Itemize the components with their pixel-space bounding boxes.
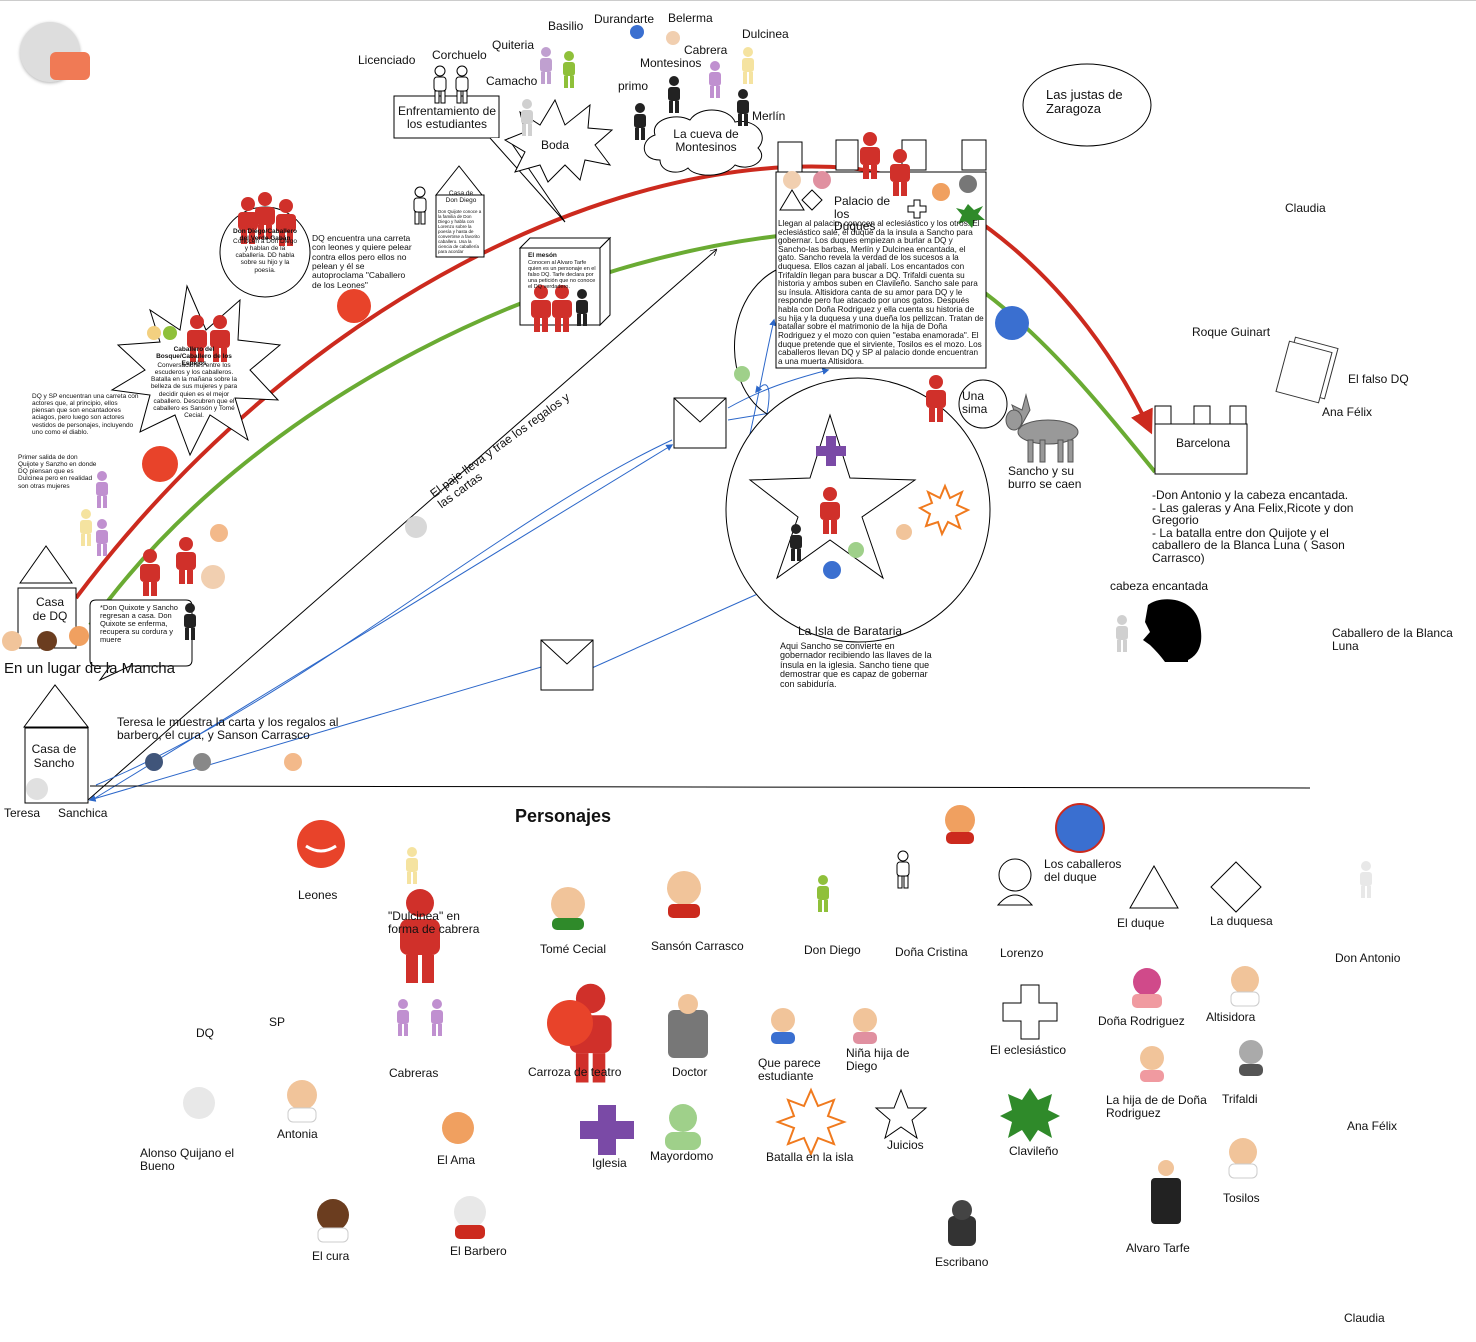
licenciado-label: Licenciado <box>358 53 416 67</box>
espejos-text: Conversaciones entre los escuderos y los… <box>150 362 238 419</box>
justas-label: Las justas de Zaragoza <box>1046 87 1123 116</box>
regreso-text: *Don Quixote y Sancho regresan a casa. D… <box>100 603 178 644</box>
legend-ana: Ana Félix <box>1347 1119 1398 1133</box>
legend-leones: Leones <box>298 888 338 902</box>
falso-dq-label: El falso DQ <box>1348 372 1409 386</box>
palacio-text: Llegan al palacio, conocen al eclesiásti… <box>778 220 984 366</box>
primer-salida-text: Primer salida de don Quijote y Sanzho en… <box>18 454 97 490</box>
carreta-text: DQ y SP encuentran una carreta con actor… <box>32 393 139 436</box>
boda-label: Boda <box>541 138 570 152</box>
leones-text: DQ encuentra una carreta con leones y qu… <box>312 233 412 290</box>
legend-nina: Niña hija de Diego <box>846 1046 910 1073</box>
legend-lorenzo: Lorenzo <box>1000 946 1044 960</box>
legend-cabreras: Cabreras <box>389 1066 439 1080</box>
legend-doctor: Doctor <box>672 1065 708 1079</box>
roque-label: Roque Guinart <box>1192 325 1271 339</box>
casa-don-diego-label: Casa de Don Diego <box>445 190 477 205</box>
casa-dq-label: Casa de DQ <box>32 595 68 623</box>
legend-sp: SP <box>269 1015 286 1029</box>
legend-carroza: Carroza de teatro <box>528 1065 622 1079</box>
casa-don-diego-text: Don Quijote conoce a la familia de Don D… <box>438 209 482 254</box>
primo-label: primo <box>618 79 649 93</box>
legend-clavileno: Clavileño <box>1009 1144 1059 1158</box>
legend-rodriguez: Doña Rodriguez <box>1098 1014 1185 1028</box>
quiteria-label: Quiteria <box>492 38 535 52</box>
legend-don-antonio: Don Antonio <box>1335 951 1401 965</box>
montesinos-label: Montesinos <box>640 56 702 70</box>
legend-ama: El Ama <box>437 1153 476 1167</box>
legend-la-duquesa: La duquesa <box>1210 914 1273 928</box>
chat-icon[interactable] <box>50 52 90 80</box>
verde-title: Don Diego/Caballero del Verde Gabán <box>233 228 297 243</box>
legend-trifaldi: Trifaldi <box>1222 1092 1258 1106</box>
teresa-label: Teresa <box>4 806 41 820</box>
blanca-luna-label: Caballero de la Blanca Luna <box>1332 626 1453 653</box>
cabeza-label: cabeza encantada <box>1110 579 1209 593</box>
legend-cura: El cura <box>312 1249 350 1263</box>
cueva-label: La cueva de Montesinos <box>673 127 739 154</box>
legend-estudiante: Que parece estudiante <box>758 1056 821 1083</box>
teresa-carta-text: Teresa le muestra la carta y los regalos… <box>117 715 339 742</box>
legend-claudia: Claudia <box>1344 1311 1385 1325</box>
casa-sancho-label: Casa de Sancho <box>31 742 77 770</box>
barcelona-text: -Don Antonio y la cabeza encantada. - La… <box>1152 488 1354 565</box>
merlin-label: Merlín <box>752 109 786 123</box>
legend-don-diego: Don Diego <box>804 943 861 957</box>
ana-route-label: Ana Félix <box>1322 405 1373 419</box>
personajes-title: Personajes <box>515 806 612 826</box>
legend-sanson: Sansón Carrasco <box>651 939 744 953</box>
legend-barbero: El Barbero <box>450 1244 507 1258</box>
legend-alonso: Alonso Quijano el Bueno <box>140 1146 235 1173</box>
camacho-label: Camacho <box>486 74 538 88</box>
meson-title: El mesón <box>528 252 557 259</box>
isla-label: La Isla de Barataria <box>798 624 903 638</box>
legend-tosilos: Tosilos <box>1223 1191 1260 1205</box>
claudia-route-label: Claudia <box>1285 201 1326 215</box>
mancha-label: En un lugar de la Mancha <box>4 660 175 677</box>
legend-hija-rodriguez: La hija de de Doña Rodriguez <box>1106 1093 1207 1120</box>
enfrentamiento-label: Enfrentamiento de los estudiantes <box>397 104 497 132</box>
barcelona-label: Barcelona <box>1176 436 1231 450</box>
legend-eclesiastico: El eclesiástico <box>990 1043 1067 1057</box>
green-route-path <box>88 229 1157 627</box>
legend-cristina: Doña Cristina <box>895 945 968 959</box>
espejos-title: Caballero del Bosque/Caballero de los Es… <box>156 346 232 368</box>
meson-text: Conocen al Alvaro Tarfe quien es un pers… <box>528 260 596 291</box>
legend-tome: Tomé Cecial <box>540 942 607 956</box>
legend-iglesia: Iglesia <box>592 1156 627 1170</box>
palacio-title: Palacio de los Duques <box>834 194 891 234</box>
corchuelo-label: Corchuelo <box>432 48 487 62</box>
cabrera-label: Cabrera <box>684 43 728 57</box>
legend-dq: DQ <box>196 1026 214 1040</box>
legend-antonia: Antonia <box>277 1127 318 1141</box>
legend-juicios: Juicios <box>887 1138 924 1152</box>
legend-caballeros-duque: Los caballeros del duque <box>1044 857 1122 884</box>
legend-escribano: Escribano <box>935 1255 989 1269</box>
legend-dulcinea-cabrera: "Dulcinea" en forma de cabrera <box>388 909 480 936</box>
legend-mayordomo: Mayordomo <box>650 1149 714 1163</box>
isla-text: Aqui Sancho se convierte en gobernador r… <box>780 641 932 689</box>
durandarte-label: Durandarte <box>594 12 655 26</box>
verde-text: Conocen a Don Diego y hablan de la cabal… <box>233 238 297 274</box>
legend-alvaro: Alvaro Tarfe <box>1126 1241 1190 1255</box>
legend-altisidora: Altisidora <box>1206 1010 1256 1024</box>
dulcinea-label: Dulcinea <box>742 27 789 41</box>
legend-batalla: Batalla en la isla <box>766 1150 854 1164</box>
red-route-path <box>74 164 1153 600</box>
sima-label: Una sima <box>962 389 988 416</box>
burro-label: Sancho y su burro se caen <box>1008 464 1082 491</box>
sanchica-label: Sanchica <box>58 806 108 820</box>
basilio-label: Basilio <box>548 19 584 33</box>
belerma-label: Belerma <box>668 11 713 25</box>
legend-el-duque: El duque <box>1117 916 1165 930</box>
